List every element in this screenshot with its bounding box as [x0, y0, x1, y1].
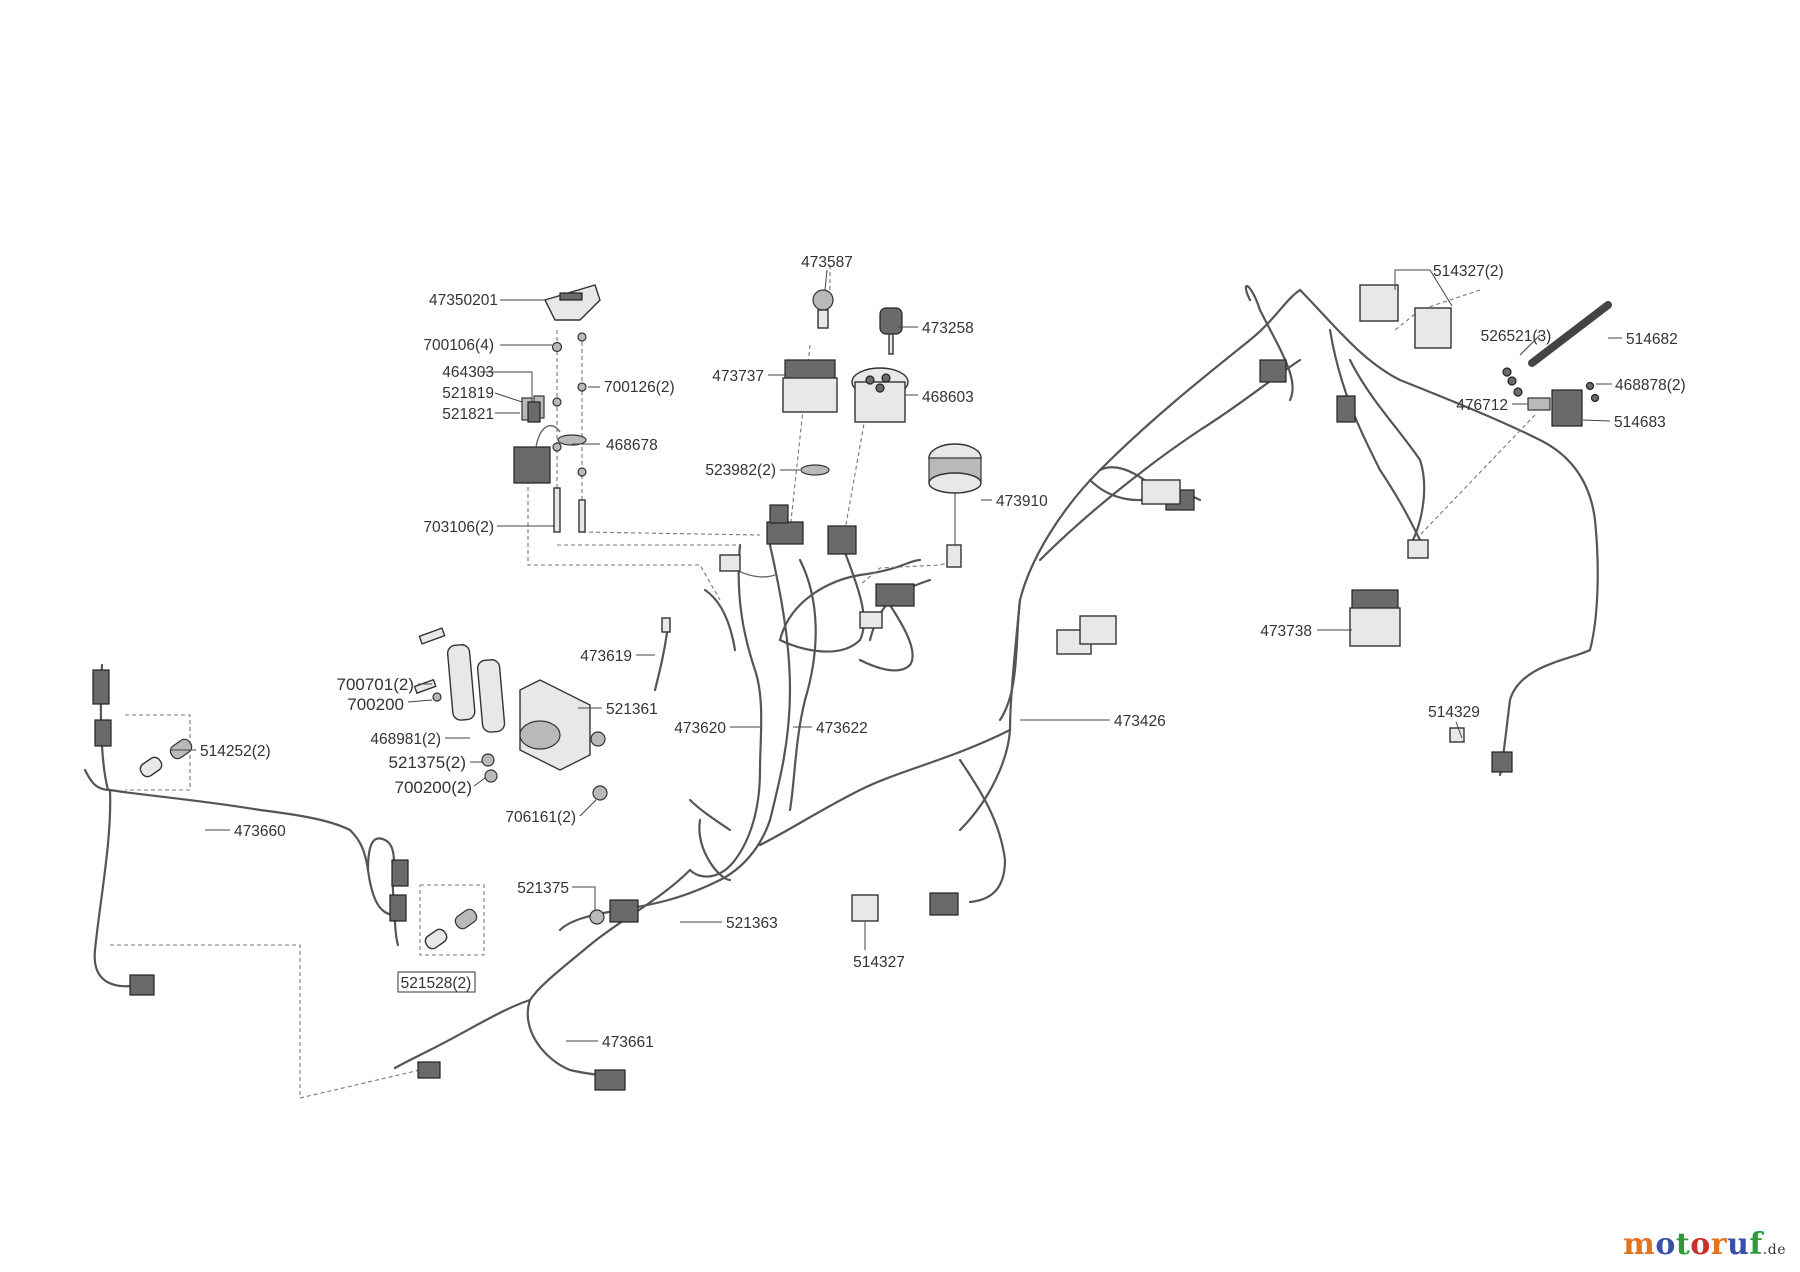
label-473426: 473426: [1114, 713, 1166, 730]
watermark-tld: .de: [1762, 1242, 1786, 1258]
label-526521: 526521(3): [1481, 328, 1552, 345]
part-473258-key: [879, 307, 903, 355]
label-700200a: 700200: [347, 695, 404, 714]
part-473738-switch: [1349, 589, 1401, 647]
label-468603: 468603: [922, 389, 974, 406]
part-473910-meter: [928, 443, 982, 568]
label-473738: 473738: [1260, 623, 1312, 640]
part-labels: 47350201 700106(4) 464303 521819 521821 …: [200, 254, 1686, 1051]
relay-block: [513, 424, 561, 484]
label-473258: 473258: [922, 320, 974, 337]
leader-lines: [170, 269, 1622, 1042]
part-47350201-cover: [544, 284, 601, 321]
label-703106: 703106(2): [423, 519, 494, 536]
washer-stack: [551, 332, 587, 533]
label-514327b: 514327: [853, 954, 905, 971]
label-700200b: 700200(2): [394, 778, 472, 797]
label-473587: 473587: [801, 254, 853, 271]
label-706161: 706161(2): [505, 809, 576, 826]
part-526521-screws: [1502, 367, 1523, 397]
part-521528: [424, 908, 478, 950]
part-473737-switch: [782, 359, 838, 413]
label-700106: 700106(4): [423, 337, 494, 354]
label-473737: 473737: [712, 368, 764, 385]
label-521821: 521821: [442, 406, 494, 423]
part-473587-switch: [812, 289, 834, 329]
part-514327-switches: [851, 284, 1452, 922]
label-473910: 473910: [996, 493, 1048, 510]
label-473622: 473622: [816, 720, 868, 737]
label-473620: 473620: [674, 720, 726, 737]
label-464303: 464303: [442, 364, 494, 381]
label-521819: 521819: [442, 385, 494, 402]
label-47350201: 47350201: [429, 292, 498, 309]
label-473661: 473661: [602, 1034, 654, 1051]
label-473660: 473660: [234, 823, 286, 840]
label-468981: 468981(2): [370, 731, 441, 748]
label-514252: 514252(2): [200, 743, 271, 760]
label-521375a: 521375(2): [388, 753, 466, 772]
watermark-logo: motoruf.de: [1623, 1227, 1786, 1262]
part-476712: [1527, 381, 1600, 411]
label-521375b: 521375: [517, 880, 569, 897]
part-523982-clip: [800, 464, 830, 476]
label-521361: 521361: [606, 701, 658, 718]
label-700701: 700701(2): [336, 675, 414, 694]
label-514327a: 514327(2): [1433, 263, 1504, 280]
label-468678: 468678: [606, 437, 658, 454]
label-box-521528: [397, 971, 476, 993]
label-523982: 523982(2): [705, 462, 776, 479]
fuse-holders: [521, 395, 545, 423]
part-521361-solenoid: [413, 627, 608, 801]
label-476712: 476712: [1456, 397, 1508, 414]
part-514683-relay: [1551, 389, 1583, 427]
label-473619: 473619: [580, 648, 632, 665]
harness-connectors: [92, 359, 1513, 1091]
label-514329: 514329: [1428, 704, 1480, 721]
part-468603-ignition: [851, 367, 909, 423]
part-521375-terminal: [589, 909, 605, 925]
main-harness-473426: [758, 285, 1599, 904]
label-514683: 514683: [1614, 414, 1666, 431]
watermark-text: motoruf: [1623, 1227, 1763, 1262]
label-521528: 521528(2): [401, 975, 472, 992]
part-473619: [653, 617, 671, 692]
label-521363: 521363: [726, 915, 778, 932]
label-468878: 468878(2): [1615, 377, 1686, 394]
label-514682: 514682: [1626, 331, 1678, 348]
part-468678: [557, 434, 587, 446]
label-700126: 700126(2): [604, 379, 675, 396]
part-514252: [139, 738, 193, 778]
part-514682-rod: [1528, 301, 1612, 367]
